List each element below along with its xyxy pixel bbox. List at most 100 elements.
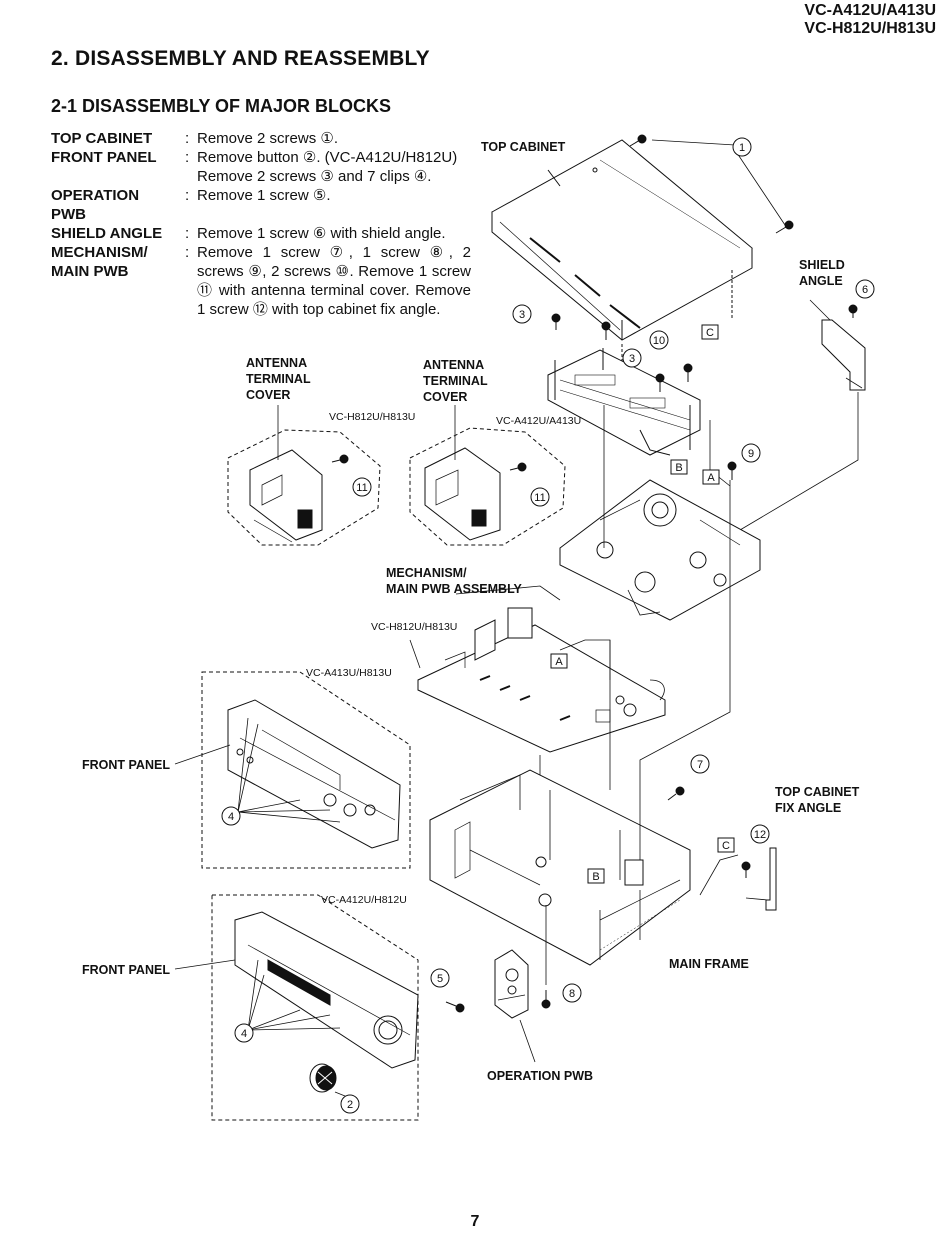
model-numbers-line-1: VC-A412U/A413U [804, 2, 936, 19]
label-operation-pwb: OPERATION PWB [487, 1069, 594, 1083]
screw-11a-icon [331, 454, 349, 464]
label-antenna-cover-left-line1: ANTENNA [246, 356, 308, 370]
shield-angle-drawing [821, 319, 866, 391]
callout-6 [855, 279, 875, 299]
screw-1b-icon [775, 220, 794, 234]
model-tag-cover-left: VC-H812U/H813U [329, 411, 416, 423]
front-panel-lower-group [211, 894, 419, 1121]
label-shield-angle-line2: ANGLE [799, 274, 843, 288]
step-text: Remove 2 screws ①. [197, 130, 338, 147]
screw-8-icon [541, 990, 551, 1009]
screw-12-icon [741, 861, 751, 878]
main-pwb-drawing [417, 607, 666, 753]
ref-box-b1 [670, 459, 688, 475]
callout-label: 4 [228, 811, 234, 823]
step-colon: : [185, 244, 190, 261]
callout-4a [221, 806, 241, 826]
callout-markers [221, 137, 875, 1114]
screw-10b-icon [683, 363, 693, 382]
section-title: 2. DISASSEMBLY AND REASSEMBLY [51, 47, 430, 70]
callout-label: 4 [241, 1028, 247, 1040]
callout-4b [234, 1023, 254, 1043]
callout-label: 6 [862, 284, 868, 296]
callout-label: 8 [569, 988, 575, 1000]
screw-7-icon [667, 786, 685, 801]
screw-3b-icon [655, 373, 665, 392]
step-colon: : [185, 149, 190, 166]
main-frame-drawing [429, 769, 691, 966]
screw-6-icon [848, 304, 858, 318]
model-tag-pwb: VC-H812U/H813U [371, 621, 458, 633]
screw-10a-icon [601, 321, 611, 340]
callout-2 [340, 1094, 360, 1114]
disassembly-steps: TOP CABINET : Remove 2 screws ①. FRONT P… [51, 129, 471, 319]
ref-box-a2 [550, 653, 568, 669]
page-number: 7 [470, 1213, 480, 1230]
knob-button-2-icon [309, 1063, 337, 1093]
label-front-panel-upper: FRONT PANEL [82, 758, 170, 772]
ref-box-a1 [702, 469, 720, 485]
step-label: TOP CABINET [51, 130, 153, 147]
callout-12 [750, 824, 770, 844]
reference-boxes [550, 324, 735, 884]
model-tag-front-panel-upper: VC-A413U/H813U [306, 667, 392, 679]
top-cabinet-fix-angle-drawing [745, 847, 777, 911]
operation-pwb-drawing [494, 949, 529, 1019]
label-mechanism-line1: MECHANISM/ [386, 566, 467, 580]
callout-label: 7 [697, 759, 703, 771]
leader-line [547, 169, 561, 187]
ref-box-c2 [717, 837, 735, 853]
step-label: SHIELD ANGLE [51, 225, 163, 242]
callout-5 [430, 968, 450, 988]
label-antenna-cover-right-line3: COVER [423, 390, 468, 404]
callout-7 [690, 754, 710, 774]
label-top-cabinet-fix-line1: TOP CABINET [775, 785, 860, 799]
callout-label: 9 [748, 448, 754, 460]
label-antenna-cover-right-line2: TERMINAL [423, 374, 488, 388]
ref-box-c1 [701, 324, 719, 340]
label-top-cabinet: TOP CABINET [481, 140, 566, 154]
label-main-frame: MAIN FRAME [669, 957, 749, 971]
screw-11b-icon [509, 462, 527, 472]
callout-9 [741, 443, 761, 463]
step-text: Remove 1 screw ⑦, 1 screw ⑧, 2 screws ⑨,… [197, 244, 471, 318]
step-text: Remove 1 screw ⑥ with shield angle. [197, 225, 446, 242]
callout-11a [352, 477, 372, 497]
label-antenna-cover-left-line3: COVER [246, 388, 291, 402]
callout-1 [732, 137, 752, 157]
front-panel-upper-group [201, 671, 411, 869]
step-colon: : [185, 187, 190, 204]
label-shield-angle-line1: SHIELD [799, 258, 845, 272]
ref-letter: A [707, 472, 715, 484]
model-numbers-line-2: VC-H812U/H813U [804, 20, 936, 37]
ref-box-b2 [587, 868, 605, 884]
step-label: MECHANISM/ MAIN PWB [51, 244, 148, 280]
label-antenna-cover-left-line2: TERMINAL [246, 372, 311, 386]
screw-5-icon [445, 1001, 465, 1013]
antenna-cover-right-group [409, 405, 566, 546]
callout-label: 5 [437, 973, 443, 985]
callout-3b [622, 348, 642, 368]
antenna-cover-left-group [227, 405, 381, 546]
step-row: OPERATION PWB : Remove 1 screw ⑤. [51, 186, 471, 224]
label-front-panel-lower: FRONT PANEL [82, 963, 170, 977]
step-row: TOP CABINET : Remove 2 screws ①. [51, 129, 471, 148]
callout-label: 12 [754, 829, 766, 841]
callout-label: 3 [519, 309, 525, 321]
callout-label: 1 [739, 142, 745, 154]
ref-letter: A [555, 656, 563, 668]
step-row: SHIELD ANGLE : Remove 1 screw ⑥ with shi… [51, 224, 471, 243]
step-text: Remove 1 screw ⑤. [197, 187, 331, 204]
step-row: FRONT PANEL : Remove button ②. (VC-A412U… [51, 148, 471, 186]
step-colon: : [185, 130, 190, 147]
label-antenna-cover-right-line1: ANTENNA [423, 358, 485, 372]
callout-label: 11 [356, 482, 367, 494]
label-top-cabinet-fix-line2: FIX ANGLE [775, 801, 842, 815]
screw-9-icon [727, 461, 737, 480]
model-tag-front-panel-lower: VC-A412U/H812U [321, 894, 407, 906]
callout-label: 2 [347, 1099, 353, 1111]
ref-letter: B [592, 871, 599, 883]
callout-3a [512, 304, 532, 324]
top-cabinet-drawing [491, 139, 753, 341]
